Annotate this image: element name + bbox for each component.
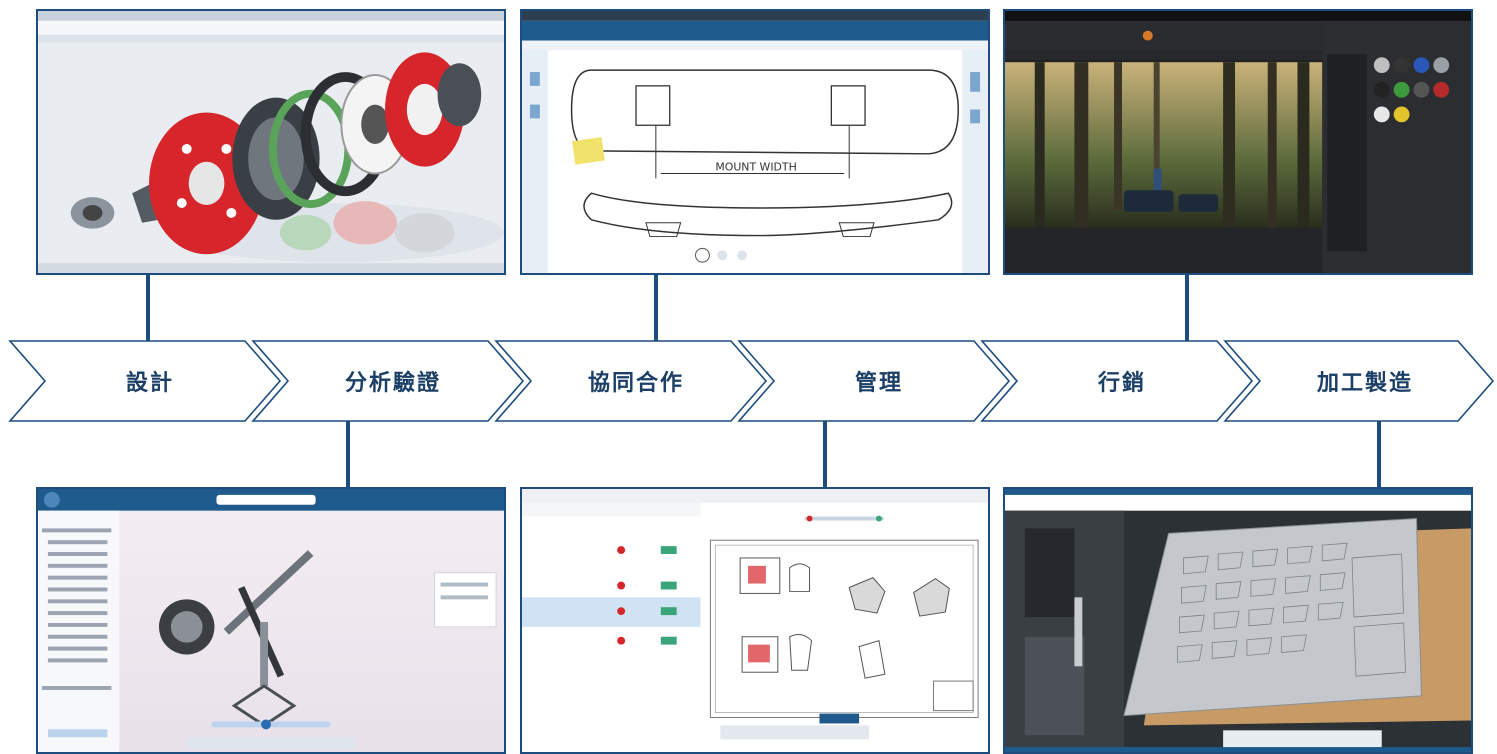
chevron-management <box>737 340 1011 422</box>
chevron-marketing <box>980 340 1254 422</box>
chevron-design <box>8 340 282 422</box>
connector-design <box>146 275 150 345</box>
stage-label-design: 設計 <box>125 371 174 396</box>
manufacturing-screenshot <box>1003 487 1473 754</box>
sketch-annotation: MOUNT WIDTH <box>715 161 796 174</box>
management-screenshot <box>520 487 990 754</box>
design-screenshot <box>36 9 506 275</box>
stage-label-collaboration: 協同合作 <box>587 371 684 396</box>
connector-marketing <box>1185 275 1189 345</box>
connector-manufacturing <box>1377 421 1381 489</box>
collaboration-screenshot: MOUNT WIDTH <box>520 9 990 275</box>
stage-label-marketing: 行銷 <box>1097 371 1146 396</box>
chevron-manufacturing <box>1223 340 1495 422</box>
stage-label-management: 管理 <box>854 371 903 396</box>
marketing-screenshot <box>1003 9 1473 275</box>
connector-collaboration <box>654 275 658 345</box>
chevron-analysis <box>251 340 525 422</box>
chevron-collaboration <box>494 340 768 422</box>
process-chevrons <box>0 338 1497 424</box>
stage-label-manufacturing: 加工製造 <box>1316 371 1413 396</box>
connector-management <box>823 421 827 489</box>
connector-analysis <box>346 421 350 489</box>
analysis-screenshot <box>36 487 506 754</box>
stage-label-analysis: 分析驗證 <box>344 371 441 396</box>
